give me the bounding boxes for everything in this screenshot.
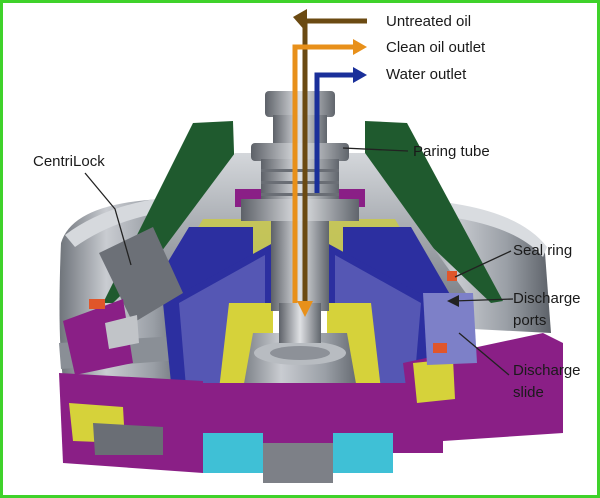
discharge-ports-label-line1: Discharge [513,290,581,307]
water-outlet-arrowhead [353,67,367,83]
centrilock-mechanism [63,227,183,375]
water-outlet-arrow [314,72,353,193]
discharge-slide-leader [458,332,510,376]
paring-tube-leader [342,147,409,152]
seal-ring-leader [454,250,512,278]
untreated-oil-down-arrowhead [297,301,313,317]
untreated-oil-arrow [301,18,367,303]
leader-lines [84,147,514,376]
untreated-oil-arrowhead [293,9,307,33]
discharge-slide-label-line2: slide [513,384,544,401]
discharge-area [423,271,477,365]
water-outlet-label: Water outlet [386,66,467,83]
clean-oil-arrowhead [353,39,367,55]
untreated-oil-label: Untreated oil [386,13,472,30]
centrilock-label: CentriLock [33,153,105,170]
separator-cutaway-illustration [59,9,563,483]
flow-arrows [292,9,367,317]
discharge-ports-arrowhead [447,295,459,307]
clean-oil-outlet-label: Clean oil outlet [386,39,486,56]
discharge-slide-label-line1: Discharge [513,362,581,379]
centrilock-leader [84,172,132,266]
paring-tube-assembly [241,91,359,343]
paring-tube-label: Paring tube [413,143,490,160]
seal-ring-label: Seal ring [513,242,573,259]
discharge-ports-label-line2: ports [513,312,547,329]
bowl-base [59,333,563,483]
discharge-ports-leader [452,298,514,302]
clean-oil-arrow [292,44,353,303]
